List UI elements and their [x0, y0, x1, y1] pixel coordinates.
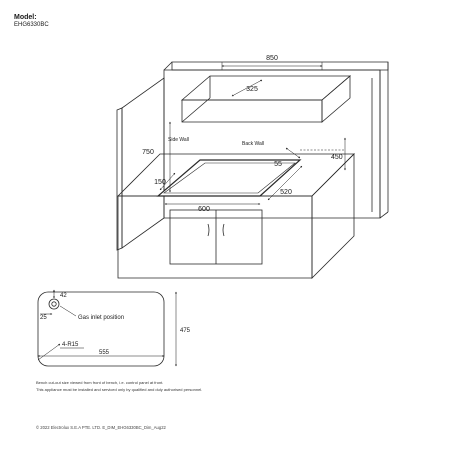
wall-labels: Side Wall Back Wall: [168, 137, 264, 147]
dim-555: 555: [99, 350, 110, 356]
note-cutout: Bench cut-out size viewed from front of …: [36, 380, 164, 385]
range-hood: [180, 75, 352, 123]
dim-325: 325: [246, 86, 258, 93]
dim-850: 850: [266, 55, 278, 62]
bench-cabinet: [117, 153, 355, 279]
dim-475: 475: [180, 328, 191, 334]
side-wall-label: Side Wall: [168, 137, 189, 143]
cutout-plan: [37, 291, 165, 367]
dim-450: 450: [331, 154, 343, 161]
back-wall-label: Back Wall: [242, 141, 264, 147]
note-installation: This appliance must be installed and ser…: [36, 387, 203, 392]
gas-inlet-label: Gas inlet position: [78, 315, 124, 321]
model-code: EHG6330BC: [14, 22, 49, 28]
dim-55: 55: [274, 161, 282, 168]
plan-dimension-lines: [37, 289, 177, 367]
copyright: © 2022 Electrolux S.E.A PTE. LTD. E_DIM_…: [36, 425, 166, 430]
back-wall: [163, 61, 389, 219]
dim-4-r15: 4-R15: [62, 342, 79, 348]
dimension-values: 850 325 750 450 150 55 600 520: [142, 55, 343, 213]
side-wall: [116, 77, 165, 251]
side-wall-label-text: Side Wall: [168, 137, 189, 143]
dim-42: 42: [60, 293, 67, 299]
plan-dimension-values: 42 25 Gas inlet position 4-R15 555 475: [40, 293, 191, 356]
dimension-lines: [159, 62, 346, 205]
dim-600: 600: [198, 206, 210, 213]
dim-25: 25: [40, 315, 47, 321]
dim-750: 750: [142, 149, 154, 156]
dim-520: 520: [280, 189, 292, 196]
dim-150: 150: [154, 179, 166, 186]
model-label: Model:: [14, 14, 37, 21]
